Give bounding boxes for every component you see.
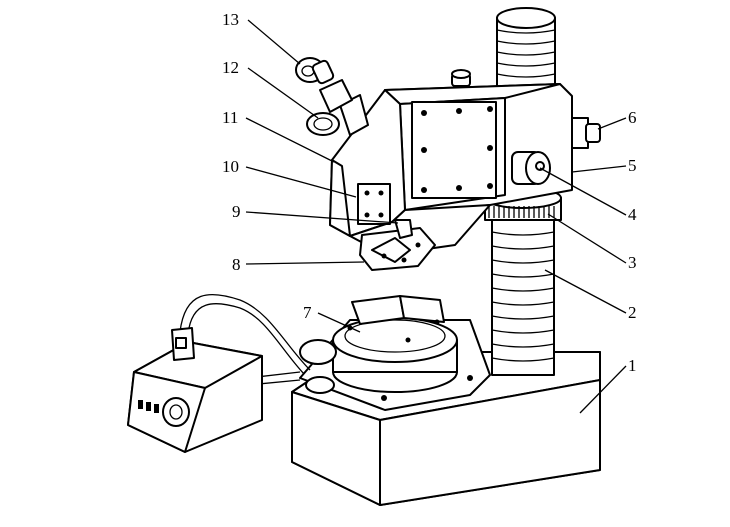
focus-knob: [511, 151, 551, 185]
label-10: 10: [222, 157, 239, 176]
column-ring-line: [491, 231, 555, 236]
cap-ring-line: [496, 62, 556, 67]
label-9: 9: [232, 202, 241, 221]
label-7: 7: [303, 303, 312, 322]
cap-ring-line: [496, 40, 556, 45]
label-3: 3: [628, 253, 637, 272]
column-ring-line: [491, 343, 555, 348]
column-ring-line: [491, 357, 555, 362]
label-4: 4: [628, 205, 637, 224]
column-ring-line: [491, 259, 555, 264]
label-6: 6: [628, 108, 637, 127]
cap-ring-line: [496, 29, 556, 34]
arm-body: [384, 69, 573, 216]
label-12: 12: [222, 58, 239, 77]
column-ring-line: [491, 287, 555, 292]
leader-lines: [245, 19, 627, 414]
label-5: 5: [628, 156, 637, 175]
column-ring-line: [491, 301, 555, 306]
rotary-stage: [299, 295, 491, 411]
column-ring-line: [491, 273, 555, 278]
label-13: 13: [222, 10, 239, 29]
cap-ring-line: [496, 73, 556, 78]
label-11: 11: [222, 108, 238, 127]
part-labels: 1 2 3 4 5 6 7 8 9 10 11 12 13: [222, 10, 637, 375]
objective: [359, 219, 436, 271]
label-8: 8: [232, 255, 241, 274]
column: [491, 209, 555, 376]
label-1: 1: [628, 356, 637, 375]
light-source-box: [127, 327, 263, 453]
label-2: 2: [628, 303, 637, 322]
column-ring-line: [491, 329, 555, 334]
side-knob: [571, 117, 601, 149]
eyepiece: [295, 57, 369, 136]
column-ring-line: [491, 245, 555, 250]
cap-ring-line: [496, 51, 556, 56]
column-top: [496, 7, 556, 89]
column-ring-line: [491, 315, 555, 320]
